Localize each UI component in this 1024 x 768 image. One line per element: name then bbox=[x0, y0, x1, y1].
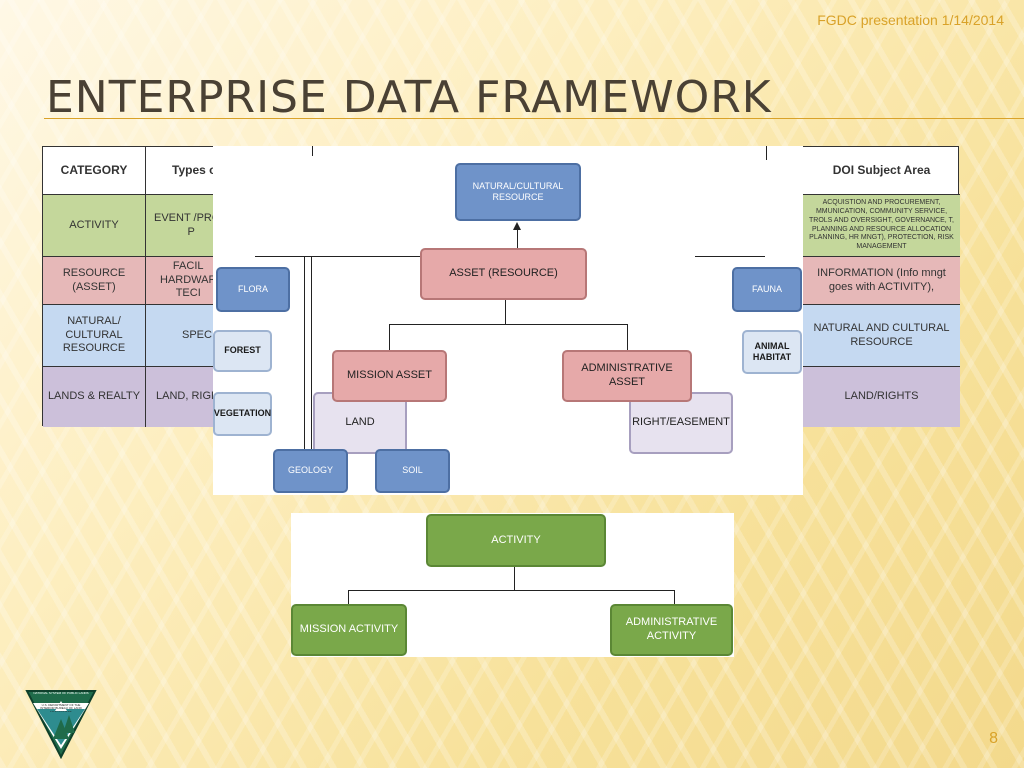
table-row-lands-doi: LAND/RIGHTS bbox=[803, 367, 960, 427]
node-mission-activity: MISSION ACTIVITY bbox=[291, 604, 407, 656]
table-row-resource-category: RESOURCE (ASSET) bbox=[43, 257, 146, 305]
connector bbox=[389, 324, 627, 325]
table-row-lands-category: LANDS & REALTY bbox=[43, 367, 146, 427]
connector bbox=[766, 146, 767, 160]
logo-ring-text: NATIONAL SYSTEM OF PUBLIC LANDS bbox=[33, 692, 89, 695]
connector bbox=[389, 324, 390, 350]
arrow-up-icon bbox=[513, 222, 521, 230]
connector bbox=[348, 590, 674, 591]
table-header-category: CATEGORY bbox=[43, 147, 146, 195]
node-administrative-activity: ADMINISTRATIVE ACTIVITY bbox=[610, 604, 733, 656]
table-row-activity-category: ACTIVITY bbox=[43, 195, 146, 257]
table-row-resource-doi: INFORMATION (Info mngt goes with ACTIVIT… bbox=[803, 257, 960, 305]
node-animal-habitat: ANIMAL HABITAT bbox=[742, 330, 802, 374]
table-row-natural-doi: NATURAL AND CULTURAL RESOURCE bbox=[803, 305, 960, 367]
header-note: FGDC presentation 1/14/2014 bbox=[817, 12, 1004, 28]
title-rule bbox=[44, 118, 1024, 119]
table-row-natural-category: NATURAL/ CULTURAL RESOURCE bbox=[43, 305, 146, 367]
table-row-activity-doi: ACQUISTION AND PROCUREMENT, MMUNICATION,… bbox=[803, 195, 960, 257]
node-vegetation: VEGETATION bbox=[213, 392, 272, 436]
connector bbox=[311, 256, 312, 456]
node-activity: ACTIVITY bbox=[426, 514, 606, 567]
table-header-doi: DOI Subject Area bbox=[803, 147, 960, 195]
blm-shield-icon bbox=[25, 690, 97, 760]
node-forest: FOREST bbox=[213, 330, 272, 372]
connector bbox=[514, 567, 515, 590]
connector bbox=[348, 590, 349, 604]
node-asset-resource: ASSET (RESOURCE) bbox=[420, 248, 587, 300]
node-mission-asset: MISSION ASSET bbox=[332, 350, 447, 402]
node-flora: FLORA bbox=[216, 267, 290, 312]
node-geology: GEOLOGY bbox=[273, 449, 348, 493]
connector bbox=[695, 256, 765, 257]
connector bbox=[674, 590, 675, 604]
logo-text: U.S. DEPARTMENT OF THE INTERIOR BUREAU O… bbox=[40, 704, 82, 712]
asset-diagram-panel: NATURAL/CULTURAL RESOURCE ASSET (RESOURC… bbox=[213, 146, 803, 495]
page-number: 8 bbox=[989, 730, 998, 747]
node-land: LAND bbox=[313, 392, 407, 454]
connector bbox=[304, 256, 305, 456]
connector bbox=[627, 324, 628, 350]
connector bbox=[517, 224, 518, 248]
slide-title: ENTERPRISE DATA FRAMEWORK bbox=[46, 72, 772, 123]
node-soil: SOIL bbox=[375, 449, 450, 493]
connector bbox=[255, 256, 422, 257]
node-fauna: FAUNA bbox=[732, 267, 802, 312]
blm-logo: NATIONAL SYSTEM OF PUBLIC LANDS U.S. DEP… bbox=[25, 689, 97, 760]
activity-diagram-panel: ACTIVITY MISSION ACTIVITY ADMINISTRATIVE… bbox=[291, 513, 734, 657]
connector bbox=[312, 146, 313, 156]
node-natural-cultural-resource: NATURAL/CULTURAL RESOURCE bbox=[455, 163, 581, 221]
node-administrative-asset: ADMINISTRATIVE ASSET bbox=[562, 350, 692, 402]
connector bbox=[505, 300, 506, 324]
